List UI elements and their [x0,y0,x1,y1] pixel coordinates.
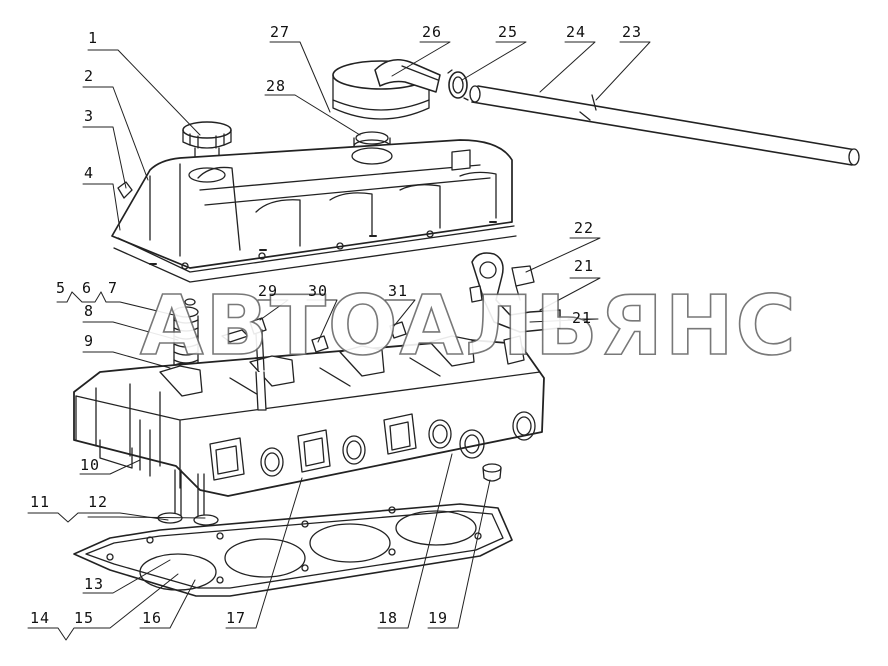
callout-31: 31 [388,282,409,300]
plug [482,463,502,482]
callout-26: 26 [422,23,443,41]
callout-23: 23 [622,23,643,41]
callout-12: 12 [88,493,109,511]
callout-21-upper: 21 [574,257,595,275]
callout-4: 4 [84,164,95,182]
callout-2: 2 [84,67,95,85]
callout-27: 27 [270,23,291,41]
head-gasket [73,503,513,597]
callout-13: 13 [84,575,105,593]
callout-28: 28 [266,77,287,95]
callout-1: 1 [88,29,99,47]
callout-29: 29 [258,282,279,300]
callout-6: 6 [82,279,93,297]
breather-hose [469,85,860,166]
callout-8: 8 [84,302,95,320]
callout-22: 22 [574,219,595,237]
callout-10: 10 [80,456,101,474]
hose-clamp [447,69,469,101]
callout-14: 14 [30,609,51,627]
valve-spring-assembly [171,298,201,374]
valve-cover [111,139,517,283]
callout-18: 18 [378,609,399,627]
callout-11: 11 [30,493,51,511]
breather-housing [332,59,441,120]
callout-7: 7 [108,279,119,297]
callout-25: 25 [498,23,519,41]
callout-30: 30 [308,282,329,300]
manifold-ports [209,411,536,481]
leader-lines [27,41,651,641]
callout-15: 15 [74,609,95,627]
callout-16: 16 [142,609,163,627]
watermark-text: АВТОАЛЬЯНС [139,279,798,374]
callout-19: 19 [428,609,449,627]
callout-9: 9 [84,332,95,350]
callout-3: 3 [84,107,95,125]
callout-17: 17 [226,609,247,627]
callout-5: 5 [56,279,67,297]
cylinder-head [73,285,545,497]
callout-21-lower: 21 [572,309,593,327]
callout-24: 24 [566,23,587,41]
